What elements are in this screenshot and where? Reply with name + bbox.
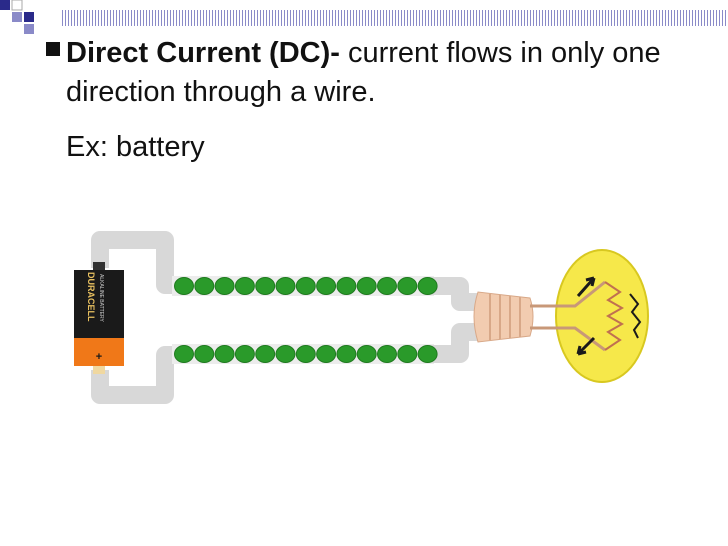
battery-top-terminal bbox=[93, 262, 105, 270]
bulb-inner-wire-bottom bbox=[530, 326, 606, 352]
wire-right-top bbox=[432, 277, 480, 311]
electron-bead bbox=[316, 345, 337, 363]
battery-brand: DURACELL bbox=[86, 272, 96, 322]
decorative-squares bbox=[0, 0, 46, 34]
electron-bead bbox=[255, 277, 276, 295]
electron-bead bbox=[174, 277, 194, 295]
title-decoration bbox=[0, 0, 728, 34]
electron-bead bbox=[377, 277, 397, 295]
electron-row-top bbox=[174, 277, 438, 295]
electron-bead bbox=[397, 277, 418, 295]
decorative-stripes bbox=[62, 10, 728, 26]
electron-bead bbox=[356, 277, 377, 295]
battery-bottom-terminal bbox=[93, 366, 105, 374]
electron-bead bbox=[397, 345, 418, 363]
electron-bead bbox=[194, 345, 215, 363]
electron-bead bbox=[336, 345, 357, 363]
electron-bead bbox=[336, 277, 357, 295]
electron-bead bbox=[174, 345, 194, 363]
arrow-up-icon bbox=[576, 276, 596, 297]
dc-circuit-diagram: DURACELL ALKALINE BATTERY + bbox=[74, 231, 649, 404]
bulb-filament bbox=[604, 281, 625, 351]
wire-left-top bbox=[91, 231, 175, 294]
bullet-text: Direct Current (DC)- current flows in on… bbox=[66, 34, 686, 112]
battery: DURACELL ALKALINE BATTERY + bbox=[74, 262, 124, 374]
electron-bead bbox=[377, 345, 397, 363]
electron-bead bbox=[275, 277, 296, 295]
electron-bead bbox=[214, 345, 235, 363]
electron-bead bbox=[356, 345, 377, 363]
bullet-definition: current flows in only one direction thro… bbox=[66, 37, 661, 108]
bulb-base bbox=[473, 291, 534, 343]
electron-bead bbox=[234, 345, 255, 363]
electron-bead bbox=[194, 277, 215, 295]
battery-plus-sign: + bbox=[96, 351, 102, 363]
light-bulb bbox=[473, 249, 649, 383]
electron-bead bbox=[275, 345, 296, 363]
example-text: Ex: battery bbox=[66, 131, 205, 163]
arrow-down-icon bbox=[576, 336, 596, 356]
wire-left-bottom bbox=[91, 346, 175, 404]
battery-subtext: ALKALINE BATTERY bbox=[98, 274, 104, 323]
square-bullet-icon bbox=[46, 42, 60, 56]
electron-row-bottom bbox=[174, 345, 438, 363]
electron-bead bbox=[295, 277, 316, 295]
wire-right-bottom bbox=[432, 323, 480, 363]
electron-bead bbox=[214, 277, 235, 295]
electron-bead bbox=[316, 277, 337, 295]
zigzag-arrow-icon bbox=[629, 293, 642, 339]
battery-orange-body bbox=[74, 338, 124, 366]
electron-bead bbox=[255, 345, 276, 363]
bullet-term: Direct Current (DC)- bbox=[66, 37, 340, 69]
bulb-inner-wire-top bbox=[530, 280, 606, 308]
electron-bead bbox=[417, 345, 438, 363]
electron-bead bbox=[234, 277, 255, 295]
bulb-base-threads bbox=[489, 294, 521, 340]
electron-bead bbox=[295, 345, 316, 363]
electron-bead bbox=[417, 277, 438, 295]
battery-black-body bbox=[74, 270, 124, 338]
